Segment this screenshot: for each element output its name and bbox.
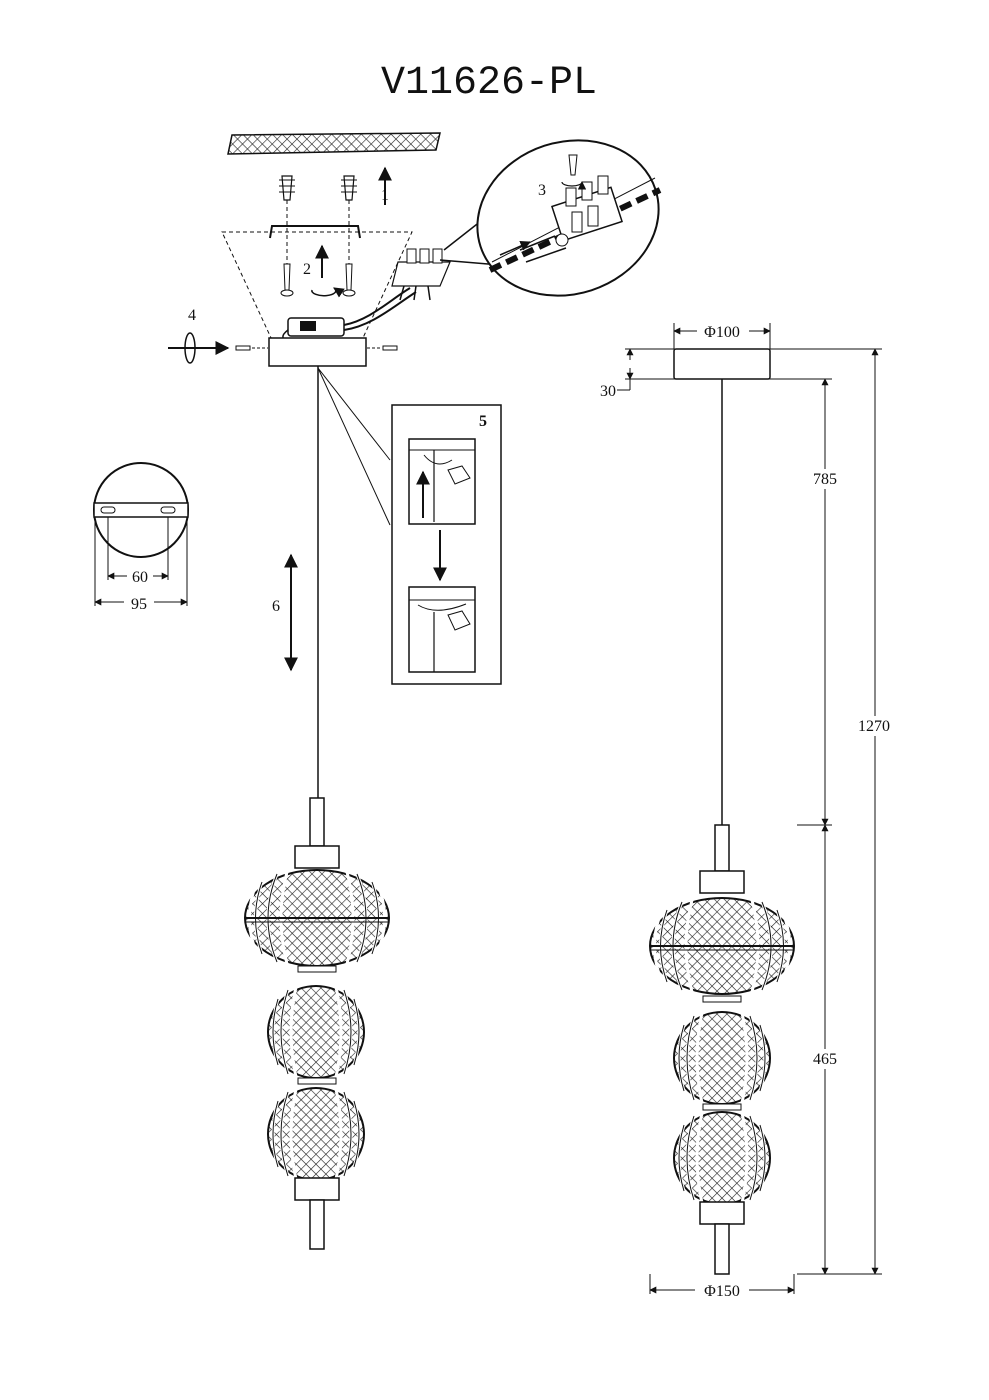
bracket-width-dimension: 95 [131, 596, 147, 613]
step-4-label: 4 [188, 307, 196, 324]
step-1-label: 1 [381, 187, 389, 204]
canopy-height-dimension: 30 [600, 383, 616, 400]
ceiling-surface [227, 132, 441, 155]
shade-diameter-dimension: Φ150 [704, 1283, 740, 1300]
canopy [268, 337, 367, 367]
side-screw-icon [235, 345, 398, 351]
step-5-label: 5 [479, 413, 487, 430]
mounting-bracket [269, 225, 361, 239]
rotate-icon [184, 332, 196, 364]
dimension-view [617, 323, 882, 1294]
cable-length-dimension: 785 [813, 471, 837, 488]
shade-height-dimension: 465 [813, 1051, 837, 1068]
step-2-label: 2 [303, 261, 311, 278]
step-3-label: 3 [538, 182, 546, 199]
connection-detail-callout [439, 139, 662, 297]
terminal-block [391, 248, 451, 301]
canopy-diameter-dimension: Φ100 [704, 324, 740, 341]
total-height-dimension: 1270 [858, 718, 890, 735]
drawing-title: V11626-PL [381, 61, 597, 106]
bracket-plan-view [93, 462, 189, 606]
wall-plug-icon [279, 175, 357, 201]
pendant-lamp-left [243, 797, 391, 1250]
bracket-holes-dimension: 60 [132, 569, 148, 586]
cable-adjust-detail [391, 404, 502, 685]
rotate-icon [311, 287, 345, 298]
step-6-label: 6 [272, 598, 280, 615]
screw-icon [280, 263, 356, 297]
